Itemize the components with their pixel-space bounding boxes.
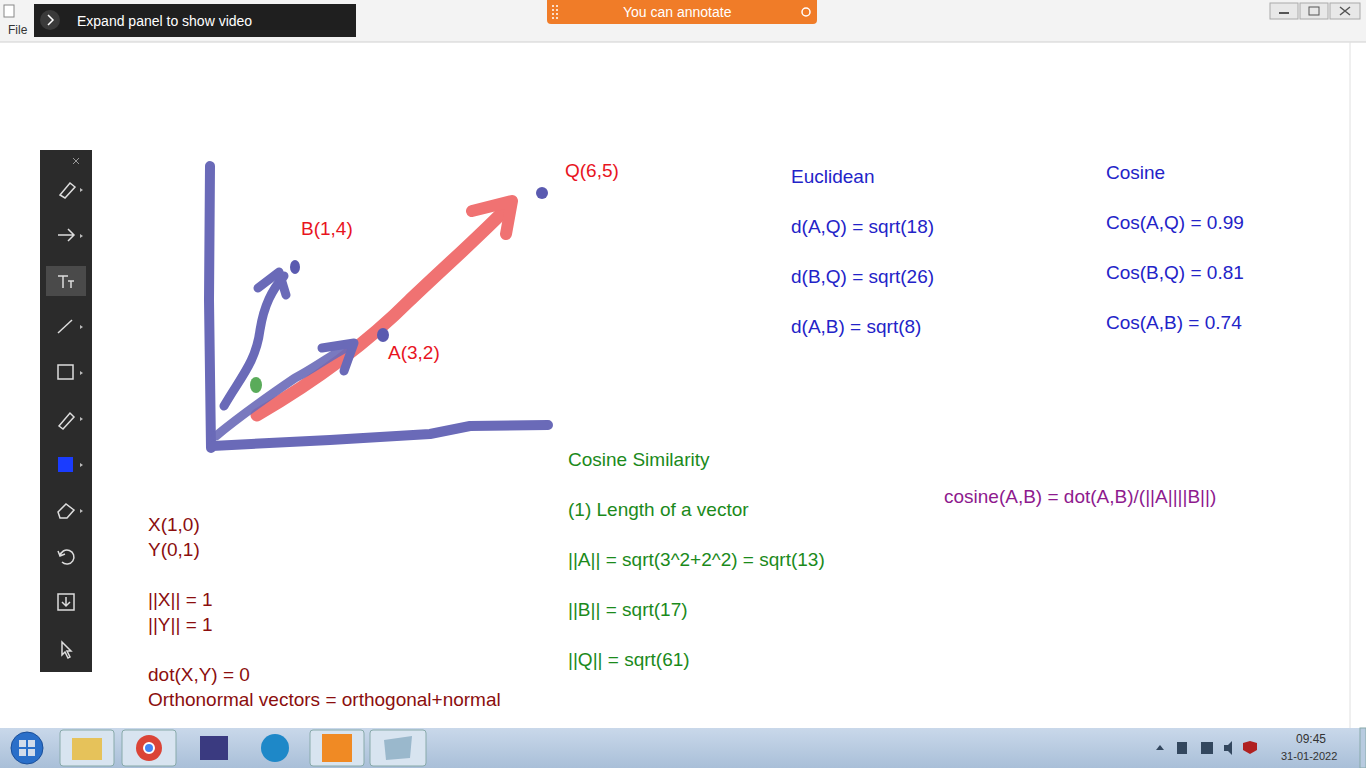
tray-icon: [1201, 742, 1213, 754]
vector-note: Y(0,1): [148, 539, 200, 561]
save-icon: [58, 594, 74, 610]
restore-glyph: [1309, 7, 1319, 15]
definition-note: Orthonormal vectors = orthogonal+normal: [148, 689, 501, 711]
pdf-icon: [322, 734, 352, 762]
norm-formula: ||Q|| = sqrt(61): [568, 649, 690, 671]
close-button: [1330, 3, 1360, 19]
point-label: B(1,4): [301, 218, 353, 240]
save-arrow: [62, 597, 70, 606]
start-orb: [11, 732, 43, 764]
norm-note: ||Y|| = 1: [148, 614, 213, 636]
distance-value: d(A,Q) = sqrt(18): [791, 216, 934, 238]
whiteboard-icon: [384, 736, 412, 760]
distance-value: d(B,Q) = sqrt(26): [791, 266, 934, 288]
toolbar-close: [73, 158, 79, 164]
dot-note: dot(X,Y) = 0: [148, 664, 250, 686]
cosine-formula: cosine(A,B) = dot(A,B)/(||A||||B||): [944, 486, 1216, 508]
grip-dot: [556, 13, 558, 15]
chevron: [48, 15, 53, 25]
grip-dot: [552, 5, 554, 7]
taskbar: [0, 728, 1366, 768]
x-axis: [212, 425, 548, 446]
pdf-button: [310, 730, 364, 766]
minimize-button: [1270, 3, 1298, 19]
chrome-center: [144, 743, 154, 753]
explorer-button: [60, 730, 114, 766]
annotate-banner: You can annotate: [547, 0, 817, 24]
section-heading: Cosine: [1106, 162, 1165, 184]
tex-icon: [200, 736, 228, 760]
step-note: (1) Length of a vector: [568, 499, 749, 521]
section-heading: Euclidean: [791, 166, 874, 188]
tray-icon: [1177, 742, 1187, 754]
pencil-icon: [59, 413, 74, 429]
explorer-icon: [72, 738, 102, 760]
point-q: [536, 187, 548, 199]
volume-icon: [1224, 741, 1232, 755]
tray-expander: [1156, 745, 1164, 750]
video-panel: Expand panel to show video: [34, 4, 356, 37]
clock-time: 09:45: [1296, 733, 1326, 747]
eraser-icon: [58, 504, 74, 518]
cosine-value: Cos(B,Q) = 0.81: [1106, 262, 1244, 284]
record-icon: [802, 8, 810, 16]
vector-q: [257, 210, 505, 415]
restore-button: [1300, 3, 1328, 19]
arrowhead-a: [322, 343, 354, 371]
whiteboard-button: [370, 730, 426, 766]
grip-dot: [556, 17, 558, 19]
y-axis: [209, 166, 211, 448]
panel-text: Expand panel to show video: [77, 13, 252, 29]
cosine-value: Cos(A,Q) = 0.99: [1106, 212, 1244, 234]
section-heading: Cosine Similarity: [568, 449, 709, 471]
title-bar: [0, 0, 1366, 42]
arrow-icon: [58, 229, 74, 241]
point-label: Q(6,5): [565, 160, 619, 182]
grip-dot: [552, 9, 554, 11]
text-icon: [58, 276, 74, 288]
scrollbar-edge: [1350, 42, 1351, 728]
distance-value: d(A,B) = sqrt(8): [791, 316, 921, 338]
point-b: [290, 260, 300, 274]
pointer-icon: [62, 642, 71, 658]
panel-text: You can annotate: [623, 4, 731, 20]
title-bar-border: [0, 42, 1366, 43]
grip-dot: [556, 9, 558, 11]
show-desktop: [1360, 728, 1366, 768]
arrowhead-b: [258, 272, 286, 295]
rectangle-icon: [58, 365, 73, 379]
toolbar-expanders: [80, 188, 83, 513]
clock-date: 31-01-2022: [1281, 750, 1337, 763]
point-a: [377, 328, 389, 342]
grip-dot: [552, 13, 554, 15]
security-icon: [1243, 741, 1257, 754]
chrome-icon: [136, 735, 162, 761]
grip-dot: [556, 5, 558, 7]
toolbar-selected: [46, 266, 86, 296]
close-glyph: [1340, 7, 1350, 15]
start-logo: [19, 740, 35, 756]
minimize-glyph: [1279, 12, 1289, 14]
undo-icon: [58, 550, 74, 564]
line-icon: [58, 320, 72, 333]
pen-icon: [60, 183, 75, 198]
green-dot: [250, 377, 262, 393]
app-icon: [4, 5, 14, 17]
norm-formula: ||B|| = sqrt(17): [568, 599, 688, 621]
toolbar: [40, 150, 92, 672]
menu-item: File: [8, 24, 27, 38]
norm-formula: ||A|| = sqrt(3^2+2^2) = sqrt(13): [568, 549, 825, 571]
norm-note: ||X|| = 1: [148, 589, 213, 611]
color-swatch: [58, 457, 73, 472]
chrome-button: [122, 730, 176, 766]
expand-icon: [40, 10, 60, 30]
point-label: A(3,2): [388, 342, 440, 364]
edge-icon: [261, 734, 289, 762]
grip-dot: [552, 17, 554, 19]
arrowhead-q: [472, 201, 512, 234]
cosine-value: Cos(A,B) = 0.74: [1106, 312, 1242, 334]
vector-note: X(1,0): [148, 514, 200, 536]
vector-b: [224, 276, 284, 406]
